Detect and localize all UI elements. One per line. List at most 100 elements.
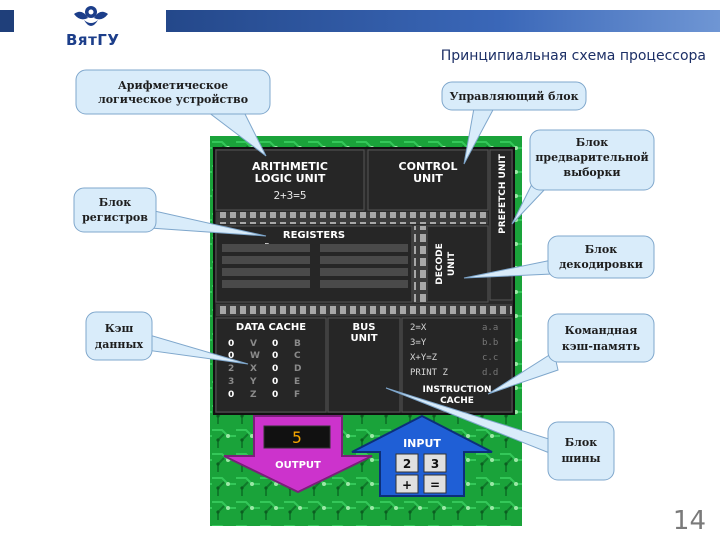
- callout-bus-line-2: шины: [561, 452, 600, 465]
- data-cache-cell: X: [250, 364, 257, 374]
- instruction-cache-title-2: CACHE: [440, 396, 474, 406]
- data-cache-cell: Y: [249, 377, 257, 387]
- data-cache-cell: 0: [272, 390, 278, 400]
- data-cache-cell: E: [294, 377, 300, 387]
- data-cache-cell: V: [250, 339, 257, 349]
- input-key: [423, 474, 447, 494]
- data-cache-cell: D: [294, 364, 301, 374]
- data-cache-cell: F: [294, 390, 300, 400]
- callout-alu-line-2: логическое устройство: [98, 93, 248, 106]
- data-cache-cell: 0: [272, 377, 278, 387]
- instruction-line: 2=X: [410, 323, 427, 333]
- data-cache-cell: 0: [272, 364, 278, 374]
- data-cache-cell: 0: [228, 351, 234, 361]
- university-logo: ВятГУ: [16, 0, 166, 52]
- callout-bus-line-1: Блок: [565, 436, 597, 449]
- callout-registers-line-1: Блок: [99, 196, 131, 209]
- instruction-label: a.a: [482, 323, 498, 333]
- callout-prefetch-line-1: Блок: [576, 136, 608, 149]
- instruction-cache-block: 2=X a.a 3=Y b.b X+Y=Z c.c PRINT Z d.d IN…: [401, 317, 513, 413]
- prefetch-title: PREFETCH UNIT: [498, 153, 508, 234]
- decode-title-1: DECODE: [435, 243, 445, 285]
- alu-title-2: LOGIC UNIT: [255, 172, 326, 185]
- data-cache-cell: 0: [228, 339, 234, 349]
- alu-expression: 2+3=5: [273, 189, 306, 202]
- alu-title-1: ARITHMETIC: [252, 160, 328, 173]
- data-cache-cell: 0: [272, 339, 278, 349]
- output-label: OUTPUT: [275, 460, 321, 471]
- input-arrow: INPUT 2 3 + =: [351, 414, 493, 497]
- registers-title: REGISTERS: [283, 230, 345, 241]
- data-cache-cell: C: [294, 351, 301, 361]
- callout-alu: Арифметическое логическое устройство: [75, 69, 271, 157]
- input-key: [395, 453, 419, 473]
- data-cache-cell: Z: [250, 390, 257, 400]
- callout-registers-line-2: регистров: [82, 211, 148, 224]
- decode-title-2: UNIT: [447, 251, 457, 276]
- alu-block: ARITHMETIC LOGIC UNIT 2+3=5: [215, 149, 365, 211]
- input-key: [423, 453, 447, 473]
- input-key-label: +: [402, 478, 412, 492]
- prefetch-unit-block: PREFETCH UNIT: [489, 149, 513, 301]
- registers-block: REGISTERS 5: [215, 225, 413, 303]
- callout-instruction-cache-line-1: Командная: [565, 324, 638, 337]
- output-arrow: 5 OUTPUT: [223, 415, 373, 494]
- page-number: 14: [672, 506, 706, 536]
- input-label: INPUT: [403, 437, 441, 450]
- bus-unit-block: BUS UNIT: [327, 317, 401, 413]
- bus-title-2: UNIT: [350, 333, 377, 344]
- instruction-line: 3=Y: [410, 338, 427, 348]
- instruction-line: X+Y=Z: [410, 353, 438, 363]
- logo-text: ВятГУ: [66, 31, 120, 49]
- instruction-label: c.c: [482, 353, 498, 363]
- callout-instruction-cache-line-2: кэш-память: [562, 340, 641, 353]
- callout-registers: Блок регистров: [73, 187, 267, 237]
- decode-unit-block: DECODE UNIT: [413, 225, 489, 303]
- bus-title-1: BUS: [353, 322, 376, 333]
- logo-emblem-icon: [74, 6, 108, 26]
- data-cache-cell: 3: [228, 377, 234, 387]
- header-bar: [0, 10, 720, 32]
- header-bar-right: [166, 10, 720, 32]
- callout-decode-line-2: декодировки: [559, 258, 643, 271]
- callout-control-text: Управляющий блок: [449, 90, 578, 103]
- register-slots: [222, 244, 408, 288]
- data-cache-table: 0 V 0 B 0 W 0 C 2 X 0 D 3 Y 0 E 0 Z 0 F: [228, 339, 301, 400]
- data-cache-cell: 0: [272, 351, 278, 361]
- data-cache-cell: 2: [228, 364, 234, 374]
- callout-alu-line-1: Арифметическое: [118, 79, 228, 92]
- slide-title: Принципиальная схема процессора: [440, 48, 706, 64]
- callout-decode-line-1: Блок: [585, 243, 617, 256]
- callout-decode: Блок декодировки: [463, 235, 655, 279]
- processor-diagram: ARITHMETIC LOGIC UNIT 2+3=5 CONTROL UNIT…: [73, 69, 655, 526]
- instruction-label: d.d: [482, 368, 498, 378]
- output-display: [263, 425, 331, 449]
- input-key-label: =: [430, 478, 440, 492]
- output-value: 5: [292, 428, 302, 447]
- callout-data-cache-line-1: Кэш: [105, 322, 134, 335]
- callout-control: Управляющий блок: [441, 81, 587, 165]
- header-bar-left: [0, 10, 14, 32]
- callout-prefetch: Блок предварительной выборки: [511, 129, 655, 225]
- callout-bus: Блок шины: [385, 387, 615, 481]
- control-title-1: CONTROL: [399, 160, 458, 173]
- input-key: [395, 474, 419, 494]
- data-cache-title: DATA CACHE: [236, 322, 306, 333]
- data-cache-cell: 0: [228, 390, 234, 400]
- control-title-2: UNIT: [413, 172, 443, 185]
- instruction-cache-title-1: INSTRUCTION: [422, 385, 491, 395]
- instruction-list: 2=X a.a 3=Y b.b X+Y=Z c.c PRINT Z d.d: [410, 323, 498, 378]
- callout-data-cache-line-2: данных: [95, 338, 144, 351]
- data-cache-cell: W: [250, 351, 260, 361]
- callout-prefetch-line-3: выборки: [563, 166, 620, 179]
- data-cache-block: DATA CACHE 0 V 0 B 0 W 0 C 2 X 0 D 3 Y 0…: [215, 317, 327, 413]
- data-cache-cell: B: [294, 339, 301, 349]
- pin-strip-top: [216, 212, 488, 224]
- input-key-label: 3: [431, 457, 439, 471]
- callout-instruction-cache: Командная кэш-память: [487, 313, 655, 395]
- input-key-label: 2: [403, 457, 411, 471]
- pin-strip-mid: [216, 304, 512, 316]
- control-unit-block: CONTROL UNIT: [367, 149, 489, 211]
- callout-data-cache: Кэш данных: [85, 311, 249, 365]
- callout-prefetch-line-2: предварительной: [535, 151, 648, 164]
